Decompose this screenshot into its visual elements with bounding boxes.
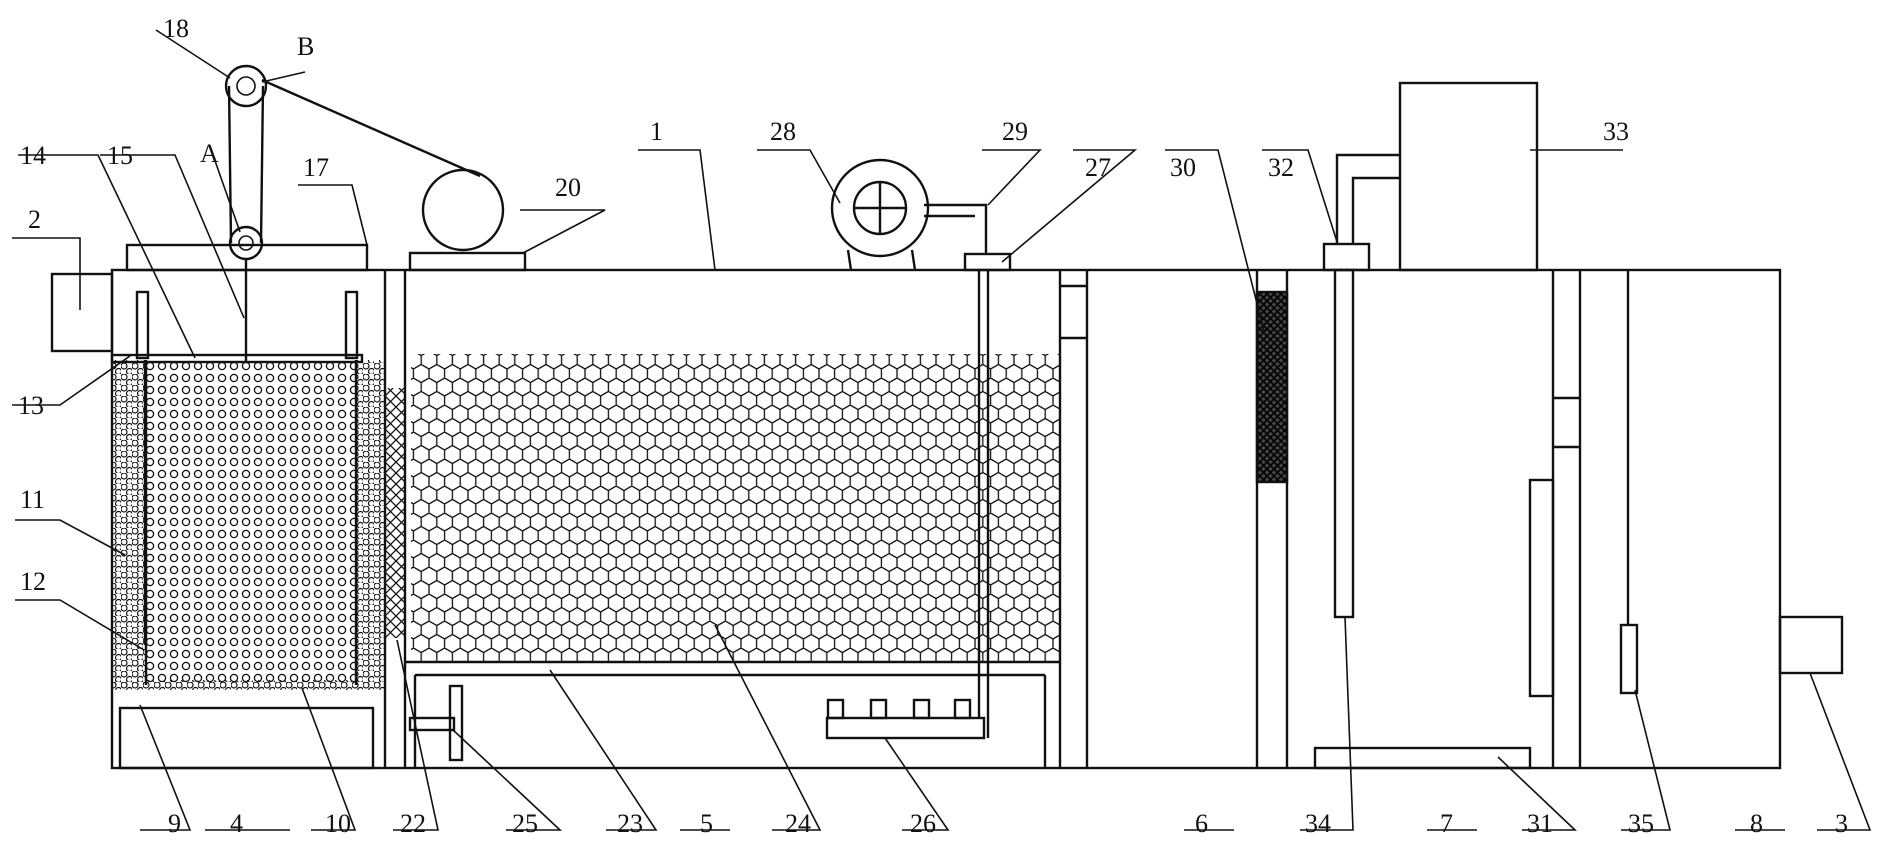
winch-motor [421, 168, 505, 252]
stirrer-blade [448, 684, 464, 762]
filter-support-rod-left [135, 290, 150, 360]
dosing-unit [1322, 81, 1539, 619]
aerator-bar [825, 716, 986, 740]
outlet-pipe [1778, 615, 1844, 675]
dosing-pump [1322, 242, 1371, 272]
label-15: 15 [107, 141, 133, 170]
label-7: 7 [1440, 809, 1453, 838]
blower-assembly [830, 158, 1012, 272]
label-32: 32 [1268, 153, 1294, 182]
mesh-partition [385, 388, 405, 638]
label-11: 11 [20, 485, 45, 514]
label-30: 30 [1170, 153, 1196, 182]
winch-base [408, 251, 527, 272]
label-8: 8 [1750, 809, 1763, 838]
sludge-layer [112, 680, 385, 690]
filter-support-rod-right [344, 290, 359, 360]
label-6: 6 [1195, 809, 1208, 838]
aeration-chamber [405, 270, 1060, 768]
label-9: 9 [168, 809, 181, 838]
outer-filter-layer [112, 360, 146, 685]
label-18: 18 [163, 14, 189, 43]
label-31: 31 [1527, 809, 1553, 838]
label-1: 1 [650, 117, 663, 146]
label-a: A [200, 139, 219, 168]
label-4: 4 [230, 809, 243, 838]
label-29: 29 [1002, 117, 1028, 146]
label-20: 20 [555, 173, 581, 202]
hoist-assembly [224, 64, 527, 362]
label-17: 17 [303, 153, 329, 182]
label-12: 12 [20, 567, 46, 596]
label-b: B [297, 32, 314, 61]
label-34: 34 [1305, 809, 1331, 838]
label-13: 13 [18, 391, 44, 420]
outer-filter-layer-right [356, 360, 385, 685]
stirrer-shaft [408, 716, 456, 732]
sediment-tray [118, 706, 375, 770]
label-25: 25 [512, 809, 538, 838]
leader-lines [12, 29, 1872, 831]
inner-filter-cylinder [146, 360, 356, 685]
dosing-tank [1398, 81, 1539, 272]
inlet-pipe [50, 272, 114, 353]
label-2: 2 [28, 205, 41, 234]
label-33: 33 [1603, 117, 1629, 146]
air-valve [963, 252, 1012, 272]
pulley-b [224, 64, 268, 108]
label-24: 24 [785, 809, 811, 838]
label-3: 3 [1835, 809, 1848, 838]
label-5: 5 [700, 809, 713, 838]
blower-fan [830, 158, 930, 258]
filter-chamber [110, 290, 385, 770]
label-27: 27 [1085, 153, 1111, 182]
label-28: 28 [770, 117, 796, 146]
label-22: 22 [400, 809, 426, 838]
top-cover-plate [110, 353, 364, 364]
baffle-plate [1528, 478, 1555, 698]
callout-labels: 18 B A 14 15 17 2 13 11 12 1 20 28 29 27… [18, 14, 1848, 838]
label-10: 10 [325, 809, 351, 838]
label-35: 35 [1628, 809, 1654, 838]
label-23: 23 [617, 809, 643, 838]
sludge-scraper [1313, 746, 1532, 770]
dosing-pipe [1333, 268, 1355, 619]
label-14: 14 [20, 141, 46, 170]
pulley-a [228, 225, 264, 261]
level-sensor [1619, 623, 1639, 695]
label-26: 26 [910, 809, 936, 838]
packing-media [411, 354, 1059, 662]
